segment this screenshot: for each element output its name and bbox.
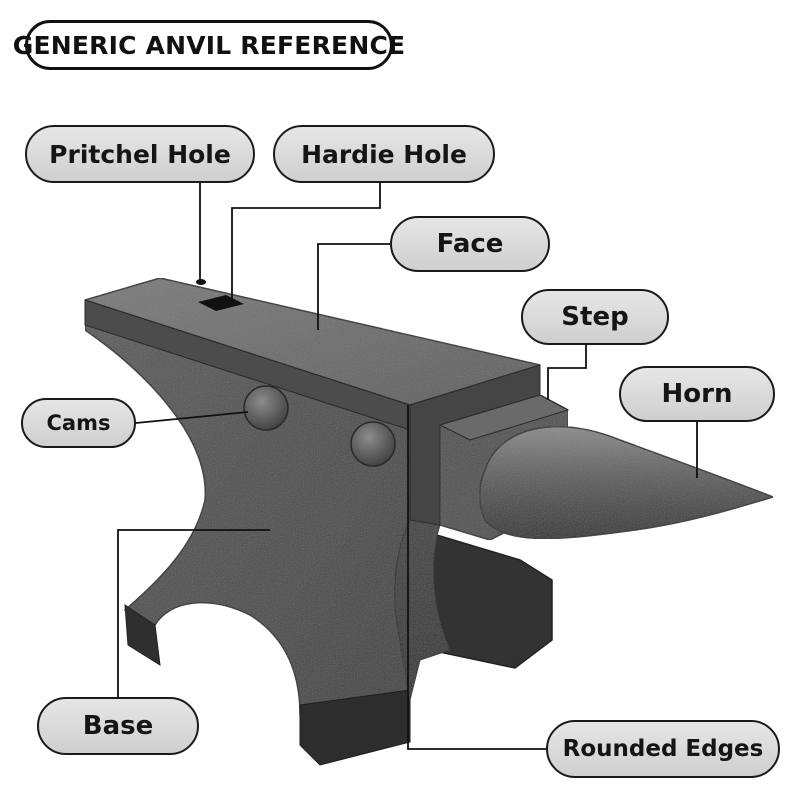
label-pritchel-hole: Pritchel Hole — [25, 125, 255, 183]
label-cams: Cams — [21, 398, 136, 448]
anvil-front-foot — [299, 689, 411, 766]
cam-right — [350, 421, 396, 467]
cam-left — [243, 385, 289, 431]
label-horn: Horn — [619, 366, 775, 422]
leader-face — [317, 243, 390, 330]
leader-base — [117, 529, 270, 697]
label-base: Base — [37, 697, 199, 755]
leader-cams — [135, 411, 249, 424]
anvil-step-top — [438, 394, 570, 441]
label-rounded-edges: Rounded Edges — [546, 720, 780, 778]
leader-hardie — [231, 183, 381, 300]
label-step: Step — [521, 289, 669, 345]
anvil-left-foot — [124, 604, 161, 666]
diagram-title: GENERIC ANVIL REFERENCE — [13, 20, 405, 70]
leader-rounded-edges — [407, 405, 546, 750]
pritchel-hole — [196, 279, 206, 285]
label-hardie-hole: Hardie Hole — [273, 125, 495, 183]
leader-step — [547, 345, 587, 400]
leader-lines — [117, 183, 698, 750]
anvil-horn — [479, 425, 776, 540]
label-face: Face — [390, 216, 550, 272]
